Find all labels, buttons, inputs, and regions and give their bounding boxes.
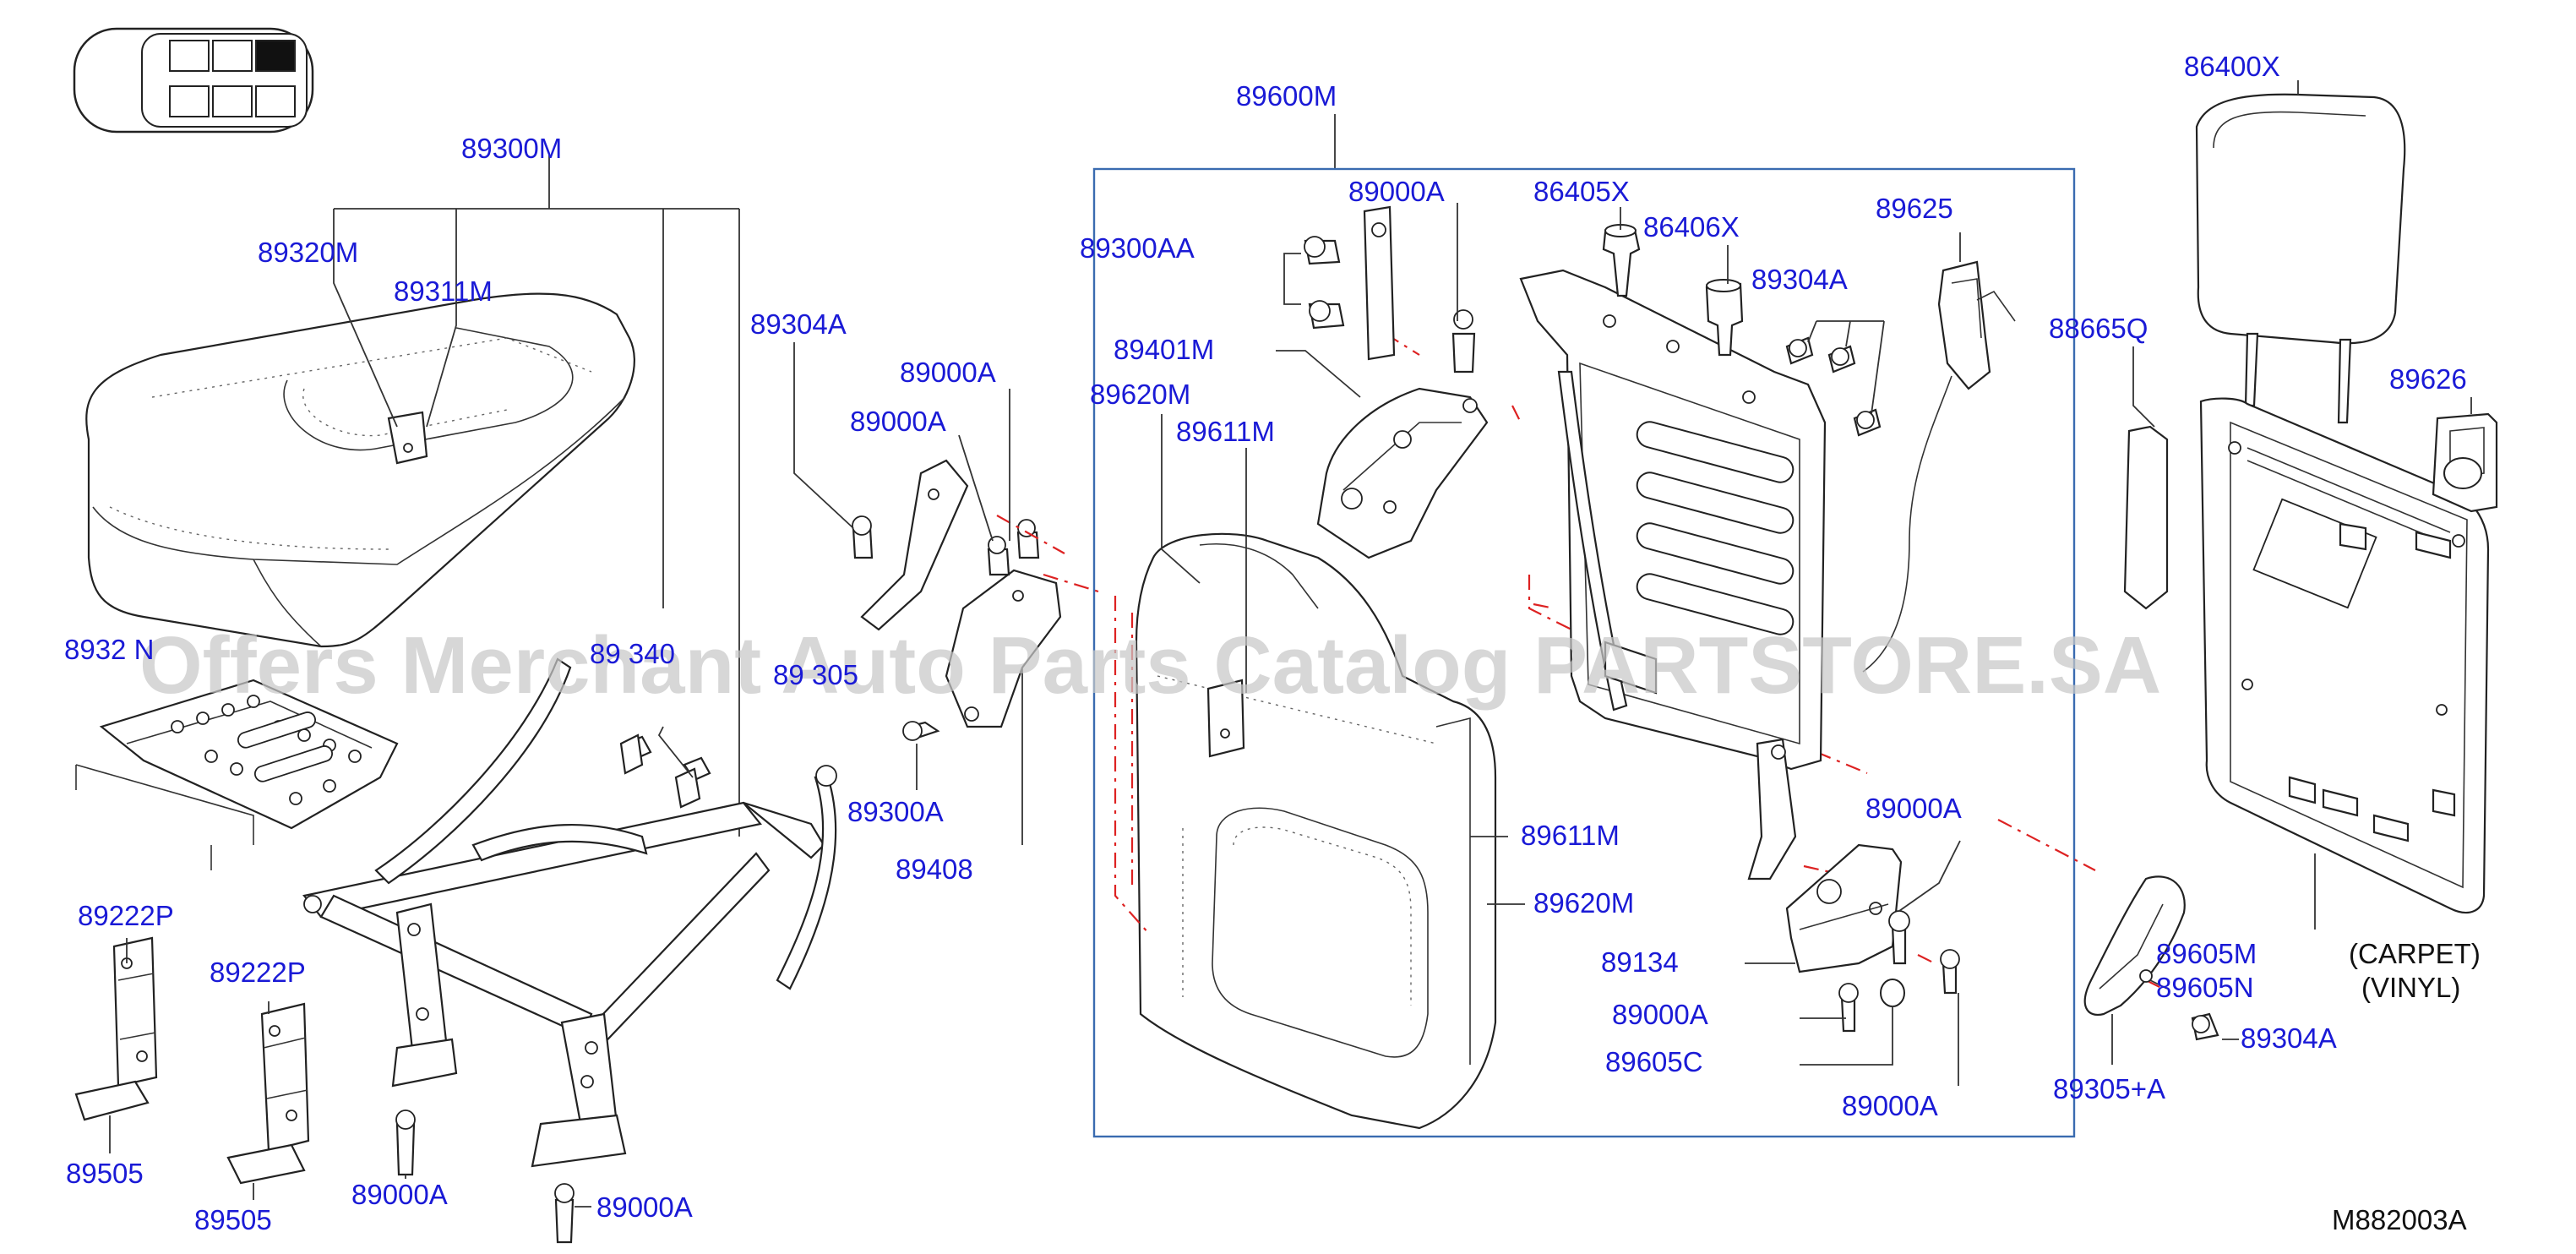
callout-label: 89000A: [1348, 176, 1445, 207]
callout-label: 89611M: [1176, 416, 1275, 447]
callout-label: 8932 N: [64, 634, 154, 665]
hinge-cover-parts: [74, 936, 310, 1185]
callout-label: 89000A: [351, 1179, 448, 1210]
hinge-bracket-parts: [852, 459, 1062, 741]
callout-label: 89222P: [210, 957, 306, 988]
callout-label: 86406X: [1643, 211, 1740, 243]
callout-label: 89300A: [847, 796, 944, 827]
callout-label: 89000A: [596, 1191, 693, 1223]
callout-label: 89300AA: [1080, 232, 1195, 264]
callout-label: 89134: [1601, 946, 1679, 978]
callout-label: 89505: [66, 1158, 144, 1189]
callout-label: 89626: [2389, 363, 2467, 395]
callout-label: 89605M: [2156, 938, 2257, 969]
seat-cushion-part: [85, 292, 635, 648]
back-board-part: [2123, 397, 2490, 914]
callout-label: 89311M: [394, 275, 493, 307]
back-hinge-arm-part: [1304, 205, 1489, 559]
back-leader-lines: [1161, 203, 1961, 1086]
callout-label: 88665Q: [2049, 313, 2148, 344]
side-trim-part: [2083, 875, 2219, 1041]
callout-label: 89401M: [1114, 334, 1214, 365]
back-frame-part: [1519, 269, 1827, 881]
group-label-back: 89600M: [1236, 80, 1337, 112]
callout-label: 89620M: [1533, 887, 1634, 919]
back-upper-screws: [1785, 320, 1885, 437]
callout-label: 89304A: [750, 308, 847, 340]
watermark-text: Offers Merchant Auto Parts Catalog PARTS…: [139, 620, 2161, 711]
drawing-code: M882003A: [2332, 1204, 2467, 1235]
callout-label: 89620M: [1090, 379, 1190, 410]
cushion-group-bracket: [333, 154, 740, 837]
callout-label: 89000A: [1612, 999, 1708, 1030]
callout-label: 89625: [1876, 193, 1953, 224]
callout-label: 89605N: [2156, 972, 2254, 1003]
cushion-leader-lines: [109, 254, 1023, 1208]
seat-locator-icon: [73, 27, 314, 134]
back-group-frame: [1092, 114, 2076, 1138]
callout-label: 89 340: [590, 638, 675, 669]
note-vinyl: (VINYL): [2361, 972, 2460, 1003]
headrest-part: [2195, 93, 2406, 424]
cushion-screws: [395, 733, 701, 1244]
callout-label: 89305+A: [2053, 1073, 2165, 1104]
callout-label: 89320M: [258, 237, 358, 268]
callout-label: 89505: [194, 1204, 272, 1235]
callout-label: 86400X: [2184, 51, 2280, 82]
callout-label: 89408: [896, 853, 973, 885]
seat-frame-part: [302, 657, 837, 1168]
callout-label: 86405X: [1533, 176, 1630, 207]
headrest-guide-clips: [1602, 224, 1744, 357]
callout-label: 89304A: [1751, 264, 1848, 295]
callout-label: 89000A: [900, 357, 996, 388]
group-label-cushion: 89300M: [461, 133, 562, 164]
callout-label: 89304A: [2241, 1022, 2337, 1054]
striker-bracket-part: [1785, 843, 1960, 1033]
release-cable-part: [1862, 260, 2016, 673]
callout-label: 89 305: [773, 659, 858, 690]
callout-label: 89000A: [1842, 1090, 1938, 1121]
callout-label: 89000A: [850, 406, 946, 437]
callout-label: 89611M: [1521, 820, 1620, 851]
callout-label: 89605C: [1605, 1046, 1703, 1077]
seat-pan-part: [75, 679, 399, 870]
note-carpet: (CARPET): [2349, 938, 2481, 969]
lever-escutcheon-part: [2432, 412, 2498, 513]
callout-label: 89222P: [78, 900, 174, 931]
right-leader-lines: [2111, 80, 2472, 1065]
callout-label: 89000A: [1865, 793, 1962, 824]
seat-back-part: [1135, 532, 1497, 1130]
